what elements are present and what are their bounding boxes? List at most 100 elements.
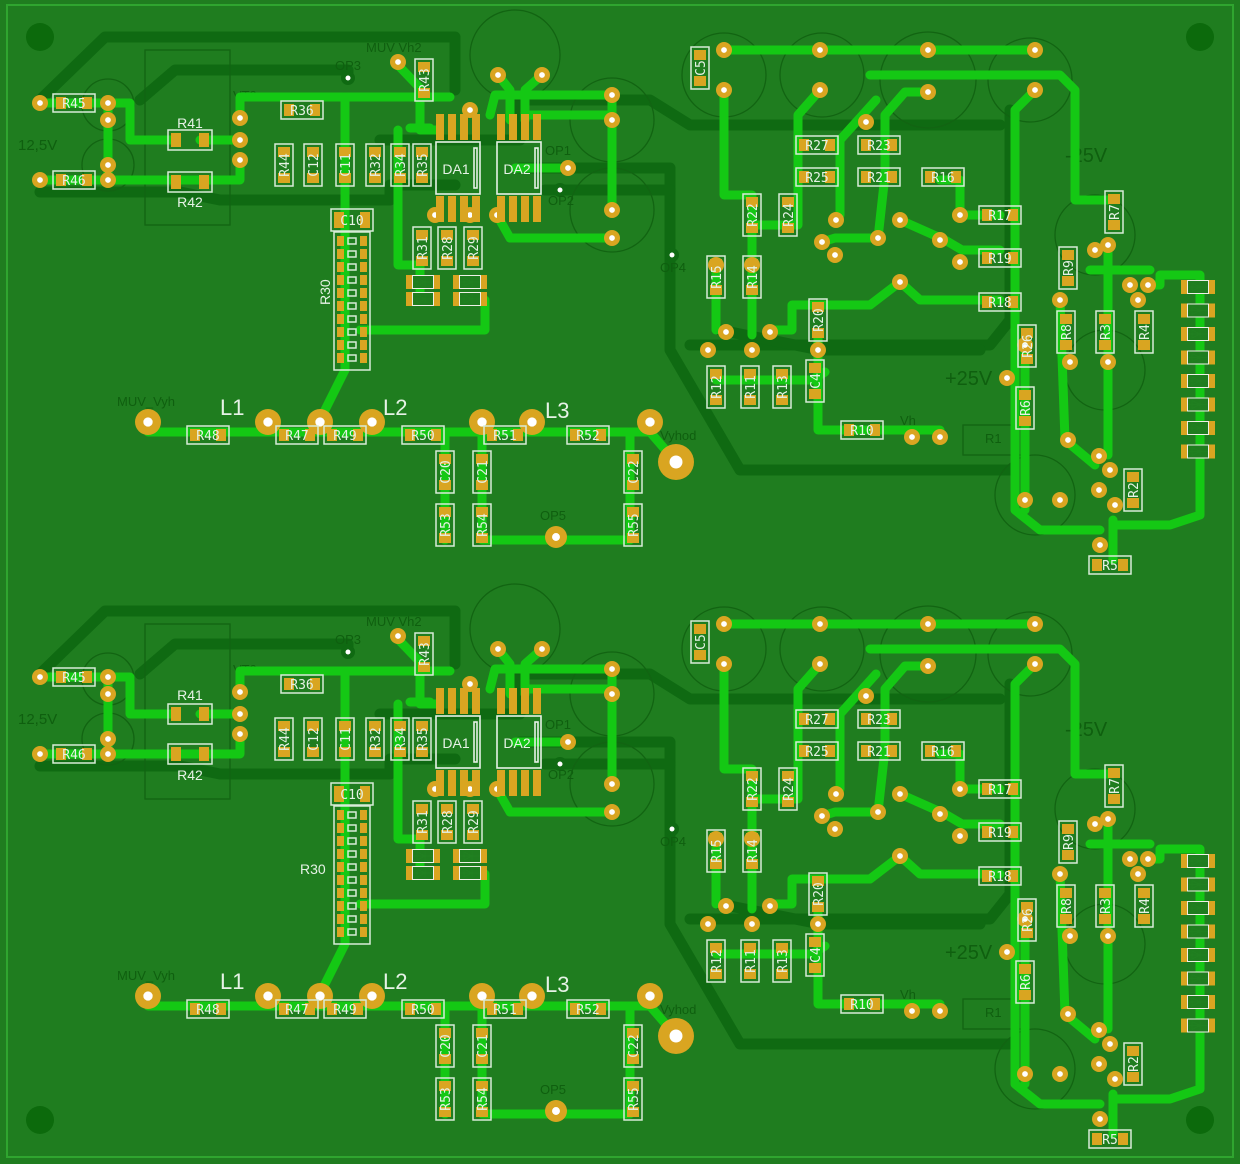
drill-hole bbox=[477, 417, 487, 427]
ic-pin bbox=[497, 688, 505, 714]
component-label: R49 bbox=[333, 429, 356, 444]
smd-pad bbox=[434, 866, 440, 880]
smd-component-r52: R52 bbox=[566, 999, 610, 1019]
drill-hole bbox=[1105, 816, 1111, 822]
diode-symbol bbox=[1188, 950, 1208, 960]
smd-pad bbox=[710, 285, 722, 295]
drill-hole bbox=[395, 59, 401, 65]
smd-diode bbox=[1181, 397, 1215, 412]
capacitor-outline bbox=[779, 606, 865, 692]
smd-pad bbox=[1108, 768, 1120, 778]
component-label: C22 bbox=[627, 460, 642, 483]
smd-pad bbox=[825, 713, 835, 725]
drill-hole bbox=[105, 117, 111, 123]
drill-hole bbox=[1057, 497, 1063, 503]
smd-pad bbox=[476, 454, 488, 464]
smd-pad bbox=[431, 429, 441, 441]
smd-diode bbox=[1181, 877, 1215, 892]
smd-pad bbox=[360, 927, 367, 937]
top-trace bbox=[485, 664, 617, 694]
smd-diode bbox=[453, 292, 487, 306]
drill-hole bbox=[105, 674, 111, 680]
smd-component-r20: R20 bbox=[808, 872, 828, 916]
smd-pad bbox=[982, 252, 992, 264]
smd-component-r43: R43 bbox=[414, 58, 434, 102]
smd-component-r15: R15 bbox=[706, 255, 726, 299]
smd-pad bbox=[310, 104, 320, 116]
silkscreen-outline bbox=[1056, 884, 1076, 928]
component-label: R13 bbox=[776, 375, 791, 398]
smd-pad bbox=[453, 849, 459, 863]
component-label: R10 bbox=[850, 424, 873, 439]
smd-pad bbox=[1060, 340, 1072, 350]
silkscreen-outline bbox=[978, 248, 1022, 268]
smd-component-r49: R49 bbox=[323, 425, 367, 445]
drill-hole bbox=[552, 1107, 560, 1115]
component-label: C21 bbox=[476, 1034, 491, 1057]
smd-component-r20: R20 bbox=[808, 298, 828, 342]
smd-pad bbox=[171, 747, 181, 761]
smd-pad bbox=[1008, 209, 1018, 221]
silkscreen-outline bbox=[1015, 386, 1035, 430]
smd-component-c4: C4 bbox=[805, 933, 825, 977]
smd-pad bbox=[596, 429, 606, 441]
smd-component-r10: R10 bbox=[840, 994, 884, 1014]
drill-hole bbox=[819, 813, 825, 819]
silkscreen-outline bbox=[401, 425, 445, 445]
smd-component-r3: R3 bbox=[1095, 884, 1115, 928]
smd-pad bbox=[369, 721, 381, 731]
silkscreen-outline bbox=[1104, 764, 1124, 808]
smd-component-r49: R49 bbox=[323, 999, 367, 1019]
smd-pad bbox=[710, 969, 722, 979]
drill-hole bbox=[1127, 856, 1133, 862]
drill-hole bbox=[1065, 1011, 1071, 1017]
top-trace bbox=[1110, 844, 1205, 1104]
resistor-element bbox=[347, 289, 357, 297]
top-trace bbox=[747, 659, 825, 804]
smd-component-r14: R14 bbox=[742, 255, 762, 299]
drill-hole bbox=[609, 117, 615, 123]
silkscreen-outline bbox=[623, 503, 643, 547]
smd-component-r54: R54 bbox=[472, 503, 492, 547]
smd-diode bbox=[1181, 374, 1215, 388]
smd-pad bbox=[439, 507, 451, 517]
drill-hole bbox=[832, 252, 838, 258]
smd-pad bbox=[278, 147, 290, 157]
silkscreen-outline bbox=[795, 167, 839, 187]
component-label: R17 bbox=[988, 209, 1011, 224]
silkscreen-outline bbox=[978, 866, 1022, 886]
smd-pad bbox=[481, 866, 487, 880]
smd-component-r31: R31 bbox=[412, 800, 432, 844]
smd-pad bbox=[353, 1003, 363, 1015]
smd-pad bbox=[82, 748, 92, 760]
smd-pad bbox=[1019, 964, 1031, 974]
op-label: OP1 bbox=[545, 143, 571, 158]
drill-hole bbox=[1032, 87, 1038, 93]
drill-hole bbox=[105, 736, 111, 742]
component-label: R9 bbox=[1062, 834, 1077, 850]
ic-pin bbox=[436, 688, 444, 714]
ic-pin bbox=[448, 196, 456, 222]
smd-pad bbox=[776, 969, 788, 979]
silkscreen-outline bbox=[772, 939, 792, 983]
ic-pin bbox=[509, 770, 517, 796]
drill-hole bbox=[37, 100, 43, 106]
smd-pad bbox=[360, 340, 367, 350]
top-trace bbox=[1010, 659, 1105, 1109]
resistor-element bbox=[347, 837, 357, 845]
drill-hole bbox=[1067, 359, 1073, 365]
component-label: R43 bbox=[418, 642, 433, 665]
smd-pad bbox=[982, 296, 992, 308]
top-trace bbox=[485, 90, 617, 120]
ic-pin bbox=[521, 114, 529, 140]
drill-hole bbox=[957, 833, 963, 839]
smd-pad bbox=[746, 223, 758, 233]
smd-pad bbox=[476, 1054, 488, 1064]
smd-pad bbox=[887, 745, 897, 757]
component-label: R22 bbox=[746, 203, 761, 226]
ic-pin bbox=[509, 688, 517, 714]
smd-pad bbox=[1209, 901, 1215, 915]
vh-label: Vh bbox=[900, 987, 916, 1002]
smd-component-r29: R29 bbox=[463, 800, 483, 844]
smd-pad bbox=[951, 745, 961, 757]
